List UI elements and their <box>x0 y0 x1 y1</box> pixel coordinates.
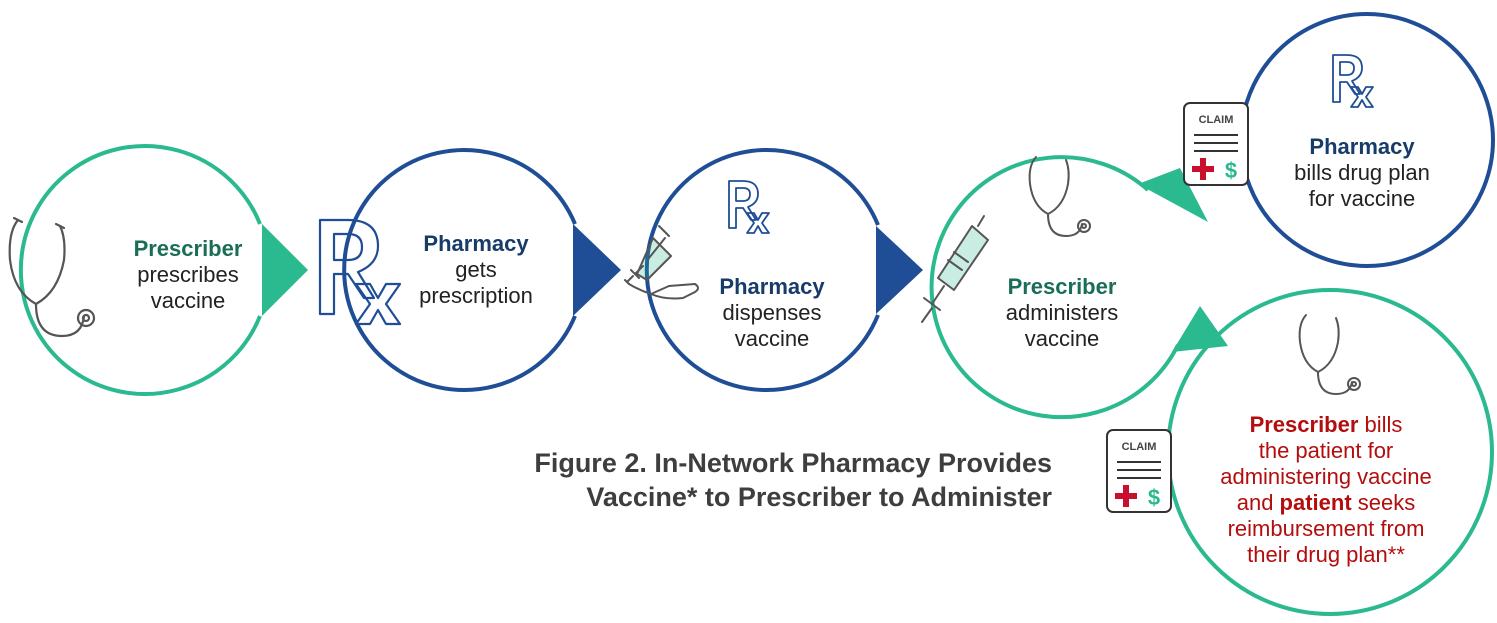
step-2-text: Pharmacy gets prescription <box>392 231 560 309</box>
syringe-icon <box>921 215 989 323</box>
step-3-line-1: dispenses <box>722 300 822 325</box>
outcome-prescriber-line-4-pre: and <box>1236 490 1280 515</box>
outcome-prescriber-line-1-rest: bills <box>1358 412 1403 437</box>
outcome-prescriber-line-3: administering vaccine <box>1220 464 1432 489</box>
svg-text:$: $ <box>1148 485 1160 510</box>
arrow-2 <box>573 224 621 316</box>
stethoscope-icon <box>8 216 96 338</box>
step-1-actor: Prescriber <box>133 236 243 261</box>
step-1-line-2: vaccine <box>150 288 226 313</box>
outcome-pharmacy-line-1: bills drug plan <box>1294 160 1430 185</box>
stethoscope-icon <box>1028 156 1091 238</box>
arrow-down <box>1172 306 1228 352</box>
step-3-text: Pharmacy dispenses vaccine <box>694 274 850 352</box>
rx-icon <box>1332 54 1374 108</box>
arrow-up <box>1138 168 1208 222</box>
figure-caption-line-1: Figure 2. In-Network Pharmacy Provides <box>534 448 1052 478</box>
svg-text:$: $ <box>1225 158 1237 183</box>
outcome-prescriber-line-4-rest: seeks <box>1351 490 1416 515</box>
step-2-line-1: gets <box>455 257 497 282</box>
svg-text:CLAIM: CLAIM <box>1122 441 1157 453</box>
figure-caption-line-2: Vaccine* to Prescriber to Administer <box>586 482 1052 512</box>
outcome-prescriber-line-6: their drug plan** <box>1247 542 1405 567</box>
outcome-prescriber-actor: Prescriber <box>1249 412 1359 437</box>
figure-caption: Figure 2. In-Network Pharmacy Provides V… <box>420 446 1052 514</box>
step-4-text: Prescriber administers vaccine <box>977 274 1147 352</box>
outcome-pharmacy-text: Pharmacy bills drug plan for vaccine <box>1262 134 1462 212</box>
stethoscope-icon <box>1298 314 1361 396</box>
rx-icon <box>728 180 770 234</box>
outcome-prescriber-line-5: reimbursement from <box>1227 516 1425 541</box>
step-1-circle <box>18 144 262 396</box>
step-1-line-1: prescribes <box>137 262 239 287</box>
step-4-actor: Prescriber <box>1007 274 1117 299</box>
claim-icon: CLAIM $ <box>1183 102 1249 186</box>
step-4-circle <box>929 155 1180 420</box>
step-3-circle <box>644 148 880 392</box>
outcome-prescriber-text: Prescriber bills the patient for adminis… <box>1186 412 1466 568</box>
svg-text:CLAIM: CLAIM <box>1199 114 1234 126</box>
step-2-circle <box>342 148 577 392</box>
step-4-line-1: administers <box>1005 300 1119 325</box>
outcome-pharmacy-line-2: for vaccine <box>1308 186 1416 211</box>
step-4-line-2: vaccine <box>1024 326 1100 351</box>
step-2-line-2: prescription <box>419 283 533 308</box>
outcome-prescriber-line-2: the patient for <box>1258 438 1394 463</box>
claim-icon: CLAIM $ <box>1106 429 1172 513</box>
outcome-pharmacy-actor: Pharmacy <box>1309 134 1415 159</box>
syringe-hand-icon <box>624 225 699 300</box>
step-3-actor: Pharmacy <box>719 274 825 299</box>
rx-icon <box>318 218 402 326</box>
arrow-1 <box>262 224 308 316</box>
step-1-text: Prescriber prescribes vaccine <box>98 236 278 314</box>
arrow-3 <box>876 226 923 314</box>
step-3-line-2: vaccine <box>734 326 810 351</box>
outcome-patient-actor: patient <box>1279 490 1352 515</box>
step-2-actor: Pharmacy <box>423 231 529 256</box>
